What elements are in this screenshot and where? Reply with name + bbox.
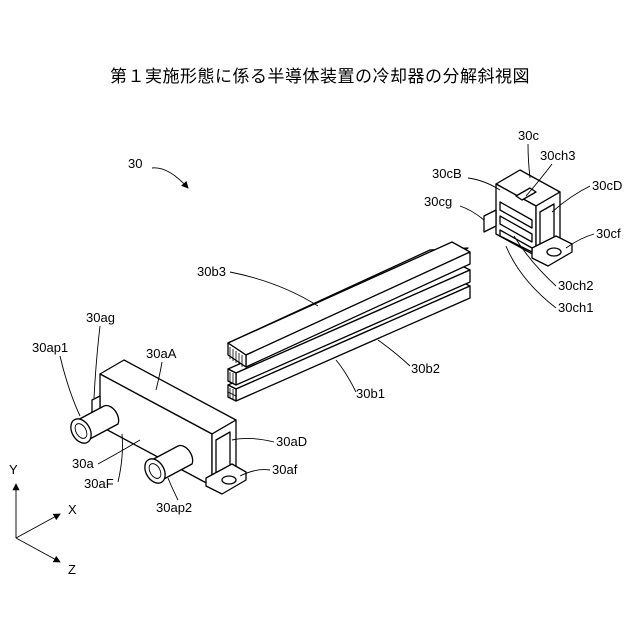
leader-plate-bottom [336,360,356,392]
label-body-a-front: 30aF [84,476,114,491]
label-body-c-side: 30cD [592,178,622,193]
label-plate-top: 30b3 [197,264,226,279]
label-body-a-side: 30aD [276,434,307,449]
axis-z-label: Z [68,562,76,577]
label-body-c-ch1: 30ch1 [558,300,593,315]
leader-plate-top [230,272,318,306]
label-body-c-back: 30cB [432,166,462,181]
coordinate-axes [16,484,60,562]
label-plate-bottom: 30b1 [356,386,385,401]
leader-pipe-1 [60,356,80,416]
leader-body-c-back [468,178,500,190]
label-body-c: 30c [518,128,539,143]
leader-body-c [528,144,530,178]
axis-y-label: Y [9,462,18,477]
leader-plate-mid [378,340,410,366]
axis-x-label: X [68,502,77,517]
label-body-a-top: 30aA [146,346,177,361]
header-body-c [484,170,572,266]
leader-body-a-flange [94,326,100,398]
label-body-c-foot: 30cf [596,226,621,241]
assembly-arrow [152,168,188,188]
leader-body-c-flange [460,206,484,220]
label-plate-mid: 30b2 [411,361,440,376]
label-pipe-1: 30ap1 [32,340,68,355]
pipe-1 [67,406,119,447]
label-assembly: 30 [128,156,142,171]
label-pipe-2: 30ap2 [156,500,192,515]
label-body-c-ch2: 30ch2 [558,278,593,293]
label-body-c-flange: 30cg [424,194,452,209]
label-body-a-flange: 30ag [86,310,115,325]
label-body-a-foot: 30af [272,462,298,477]
label-body-c-ch3: 30ch3 [540,148,575,163]
leader-body-a [98,440,140,464]
label-body-a: 30a [72,456,94,471]
leader-body-a-front [118,434,123,482]
leader-body-a-side [232,438,274,442]
leader-pipe-2 [168,478,178,500]
